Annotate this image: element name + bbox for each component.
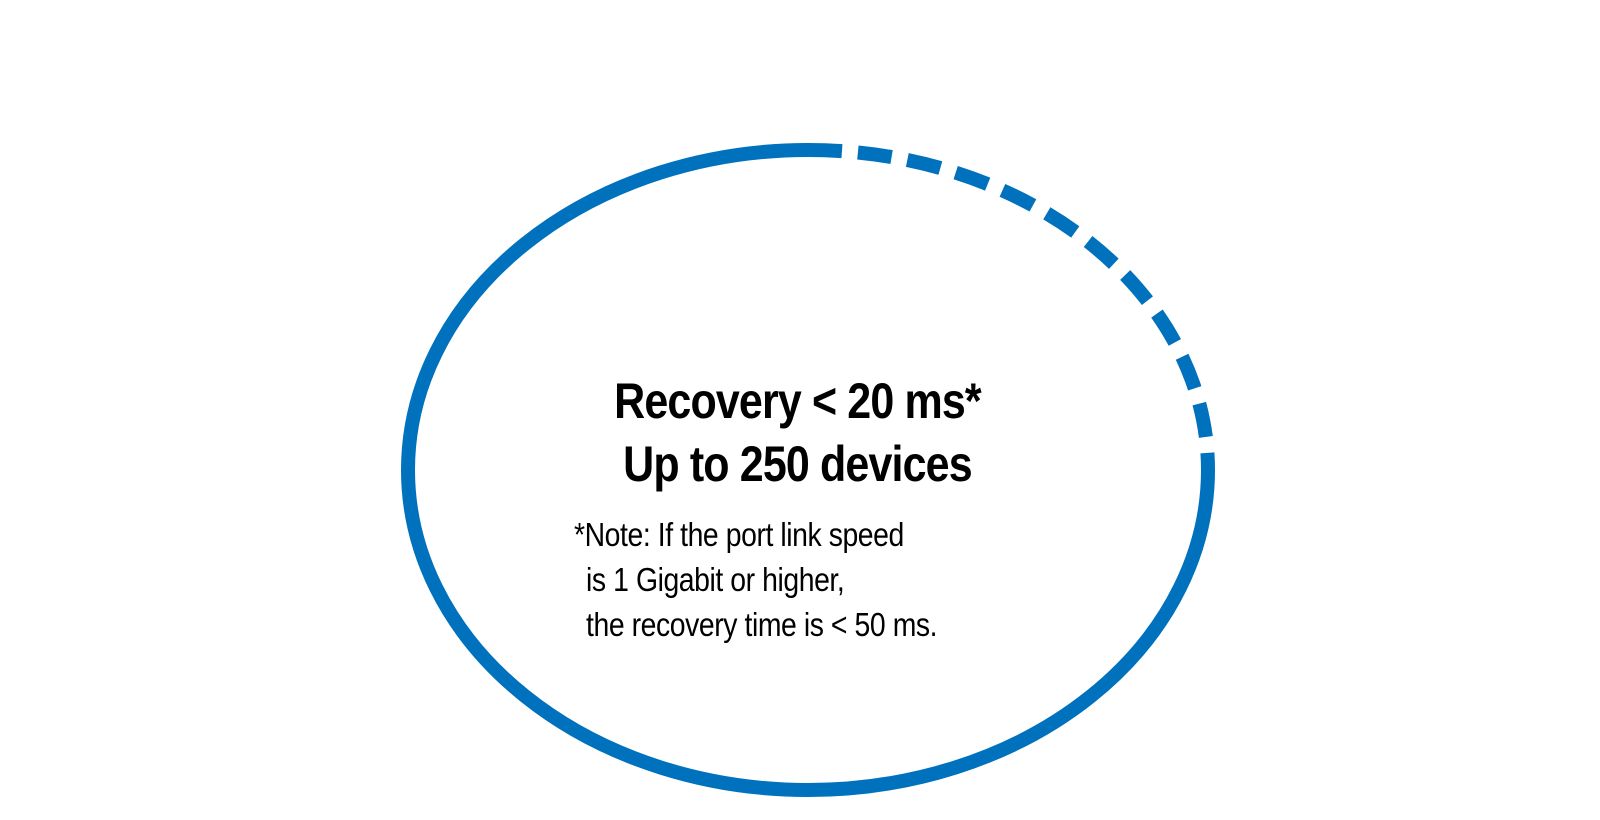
- headline: Recovery < 20 ms* Up to 250 devices: [591, 370, 1004, 496]
- footnote-line-3: the recovery time is < 50 ms.: [586, 606, 938, 643]
- ring-center-text: Recovery < 20 ms* Up to 250 devices *Not…: [560, 370, 1040, 647]
- recovery-time-label: Recovery < 20 ms*: [614, 373, 982, 429]
- footnote-line-2: is 1 Gigabit or higher,: [586, 561, 845, 598]
- ring-dashed-arc: [807, 143, 1215, 471]
- device-capacity-label: Up to 250 devices: [623, 436, 973, 492]
- ring-solid-arc: [401, 143, 1215, 797]
- footnote: *Note: If the port link speed is 1 Gigab…: [574, 512, 975, 647]
- footnote-line-1: *Note: If the port link speed: [574, 516, 904, 553]
